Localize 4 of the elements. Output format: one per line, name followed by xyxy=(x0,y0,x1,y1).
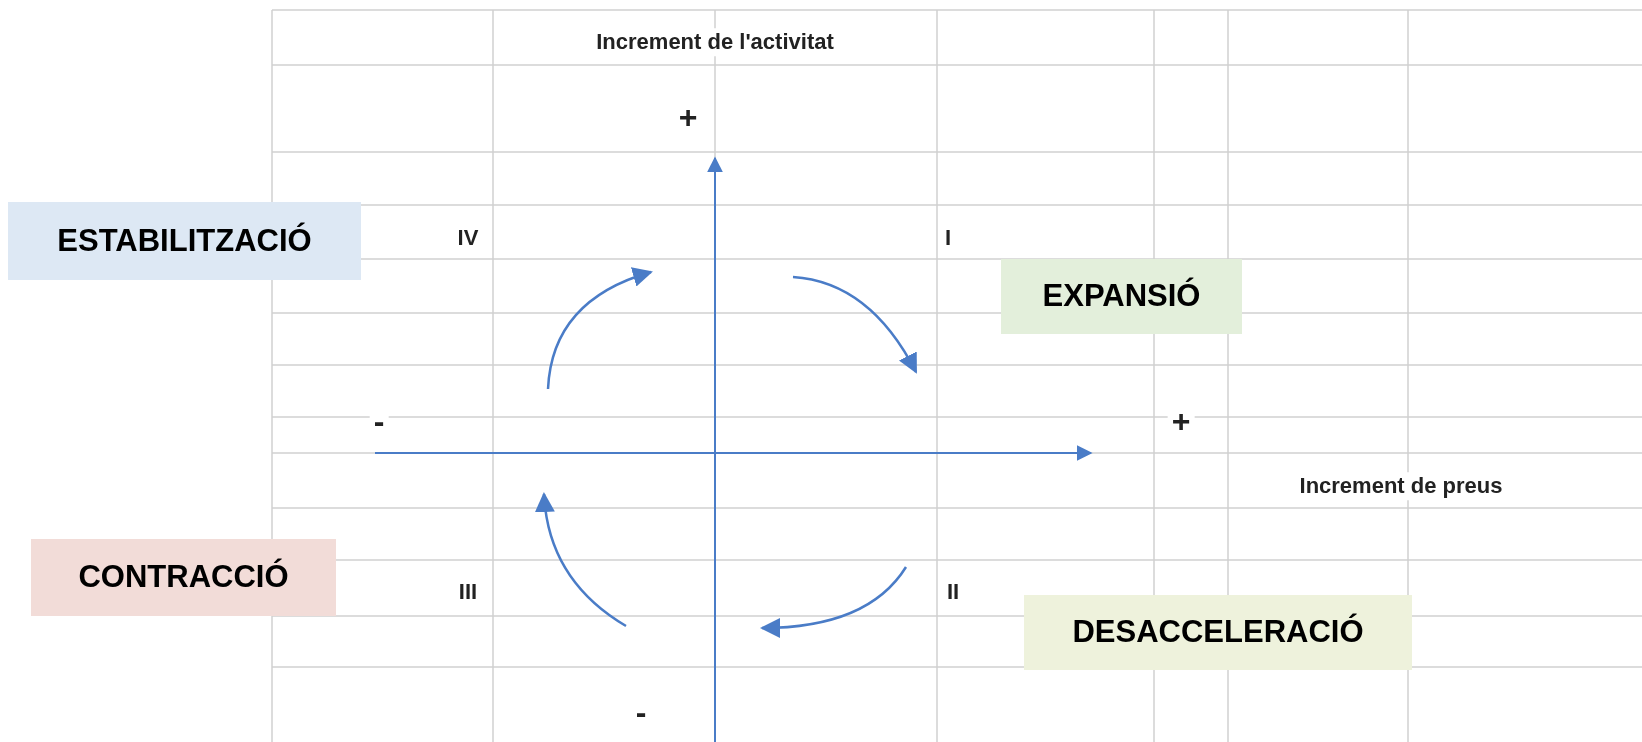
phase-box: CONTRACCIÓ xyxy=(31,539,336,616)
phase-box: DESACCELERACIÓ xyxy=(1024,595,1412,670)
phase-box: ESTABILITZACIÓ xyxy=(8,202,361,280)
phase-box: EXPANSIÓ xyxy=(1001,259,1242,334)
